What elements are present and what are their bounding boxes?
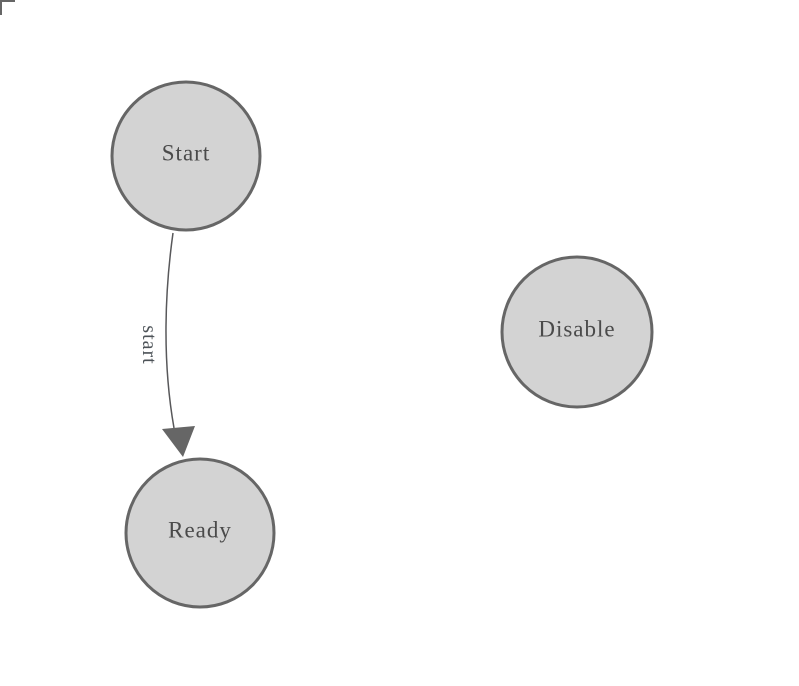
node-disable[interactable]: Disable (500, 255, 654, 409)
node-start[interactable]: Start (110, 80, 262, 232)
edge-label: start (138, 325, 160, 364)
edge-start-to-ready: start (138, 232, 195, 457)
transition-edge[interactable] (165, 232, 175, 429)
node-start-circle[interactable] (110, 80, 262, 232)
node-disable-circle[interactable] (500, 255, 654, 409)
canvas-corner-mark (0, 0, 15, 15)
arrowhead-icon (162, 426, 195, 457)
node-ready[interactable]: Ready (124, 457, 276, 609)
node-ready-circle[interactable] (124, 457, 276, 609)
